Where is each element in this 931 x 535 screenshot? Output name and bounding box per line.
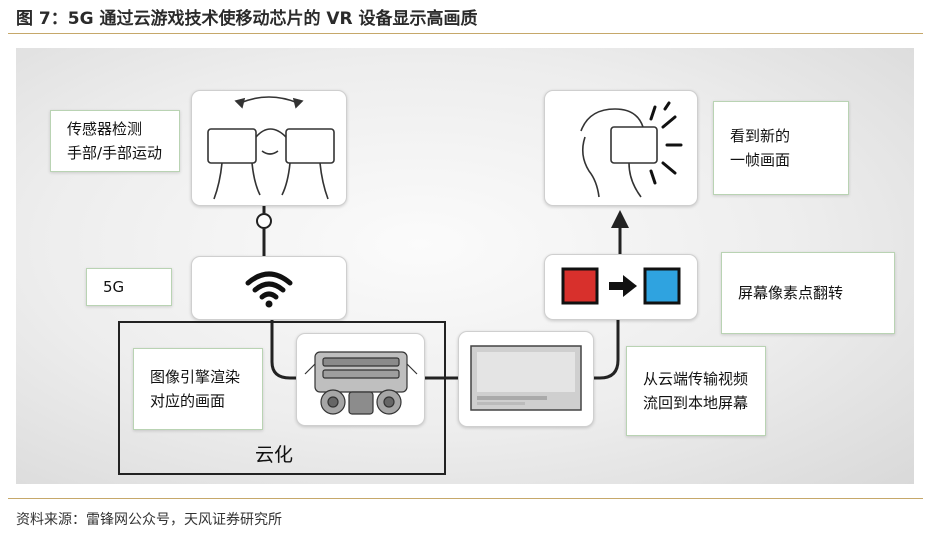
- engine-icon: [304, 351, 418, 415]
- new-frame-label-line2: 一帧画面: [730, 151, 791, 169]
- render-label-line2: 对应的画面: [150, 392, 226, 410]
- head-motion-card: [191, 90, 347, 206]
- arrow-head-up: [611, 210, 629, 228]
- figure-title: 图 7：5G 通过云游戏技术使移动芯片的 VR 设备显示高画质: [16, 9, 478, 29]
- stream-label-line1: 从云端传输视频: [643, 370, 749, 388]
- video-screen-icon: [470, 345, 582, 411]
- sensor-label-line2: 手部/手部运动: [67, 144, 163, 162]
- vr-viewer-icon: [580, 101, 683, 198]
- figure-source: 资料来源：雷锋网公众号，天风证券研究所: [16, 512, 282, 528]
- wifi-card: [191, 256, 347, 320]
- cloud-boundary: [118, 321, 446, 475]
- pixel-flip-icon: [561, 267, 681, 305]
- pixel-flip-label: 屏幕像素点翻转: [721, 252, 895, 334]
- sensor-label: 传感器检测 手部/手部运动: [50, 110, 180, 172]
- new-frame-label: 看到新的 一帧画面: [713, 101, 849, 195]
- wifi-icon: [245, 271, 293, 308]
- stream-label: 从云端传输视频 流回到本地屏幕: [626, 346, 766, 436]
- sensor-label-line1: 传感器检测: [67, 120, 143, 138]
- network-label: 5G: [86, 268, 172, 306]
- video-screen-card: [458, 331, 594, 427]
- title-rule: [8, 33, 923, 34]
- engine-card: [296, 333, 425, 426]
- connector-screen-pixels: [592, 318, 620, 380]
- stream-label-line2: 流回到本地屏幕: [643, 394, 749, 412]
- render-label-line1: 图像引擎渲染: [150, 368, 241, 386]
- sensor-node-circle: [256, 213, 272, 229]
- network-label-text: 5G: [103, 278, 125, 296]
- render-label: 图像引擎渲染 对应的画面: [133, 348, 263, 430]
- cloud-label: 云化: [255, 444, 294, 466]
- source-rule: [8, 498, 923, 499]
- head-motion-icon: [207, 96, 335, 200]
- new-frame-label-line1: 看到新的: [730, 127, 791, 145]
- vr-viewer-card: [544, 90, 698, 206]
- pixel-flip-label-text: 屏幕像素点翻转: [738, 284, 844, 302]
- pixel-flip-card: [544, 254, 698, 320]
- connector-5g-engine: [270, 318, 296, 380]
